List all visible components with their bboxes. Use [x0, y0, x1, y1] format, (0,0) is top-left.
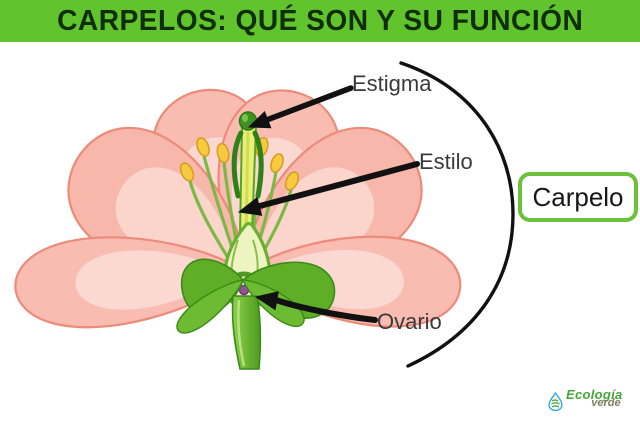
label-estigma: Estigma — [352, 71, 432, 96]
estilo-arrow — [237, 161, 420, 216]
label-ovario: Ovario — [377, 309, 442, 334]
logo-text: Ecología verde — [566, 388, 623, 409]
estigma-arrow — [247, 85, 354, 129]
carpelo-box: Carpelo — [518, 172, 638, 222]
brand-logo: Ecología verde — [548, 388, 638, 420]
carpel-bracket — [399, 61, 515, 368]
ovario-arrow — [254, 291, 378, 323]
page-title: CARPELOS: QUÉ SON Y SU FUNCIÓN — [56, 4, 584, 37]
logo-brand-name: Ecología — [566, 387, 623, 402]
annotation-arrows — [237, 85, 420, 323]
logo-brand-suffix: verde — [591, 397, 621, 409]
carpelo-label: Carpelo — [532, 181, 624, 212]
stem — [231, 295, 262, 370]
title-bar: CARPELOS: QUÉ SON Y SU FUNCIÓN — [0, 0, 640, 42]
logo-drop-icon — [548, 392, 563, 412]
label-estilo: Estilo — [419, 149, 473, 174]
